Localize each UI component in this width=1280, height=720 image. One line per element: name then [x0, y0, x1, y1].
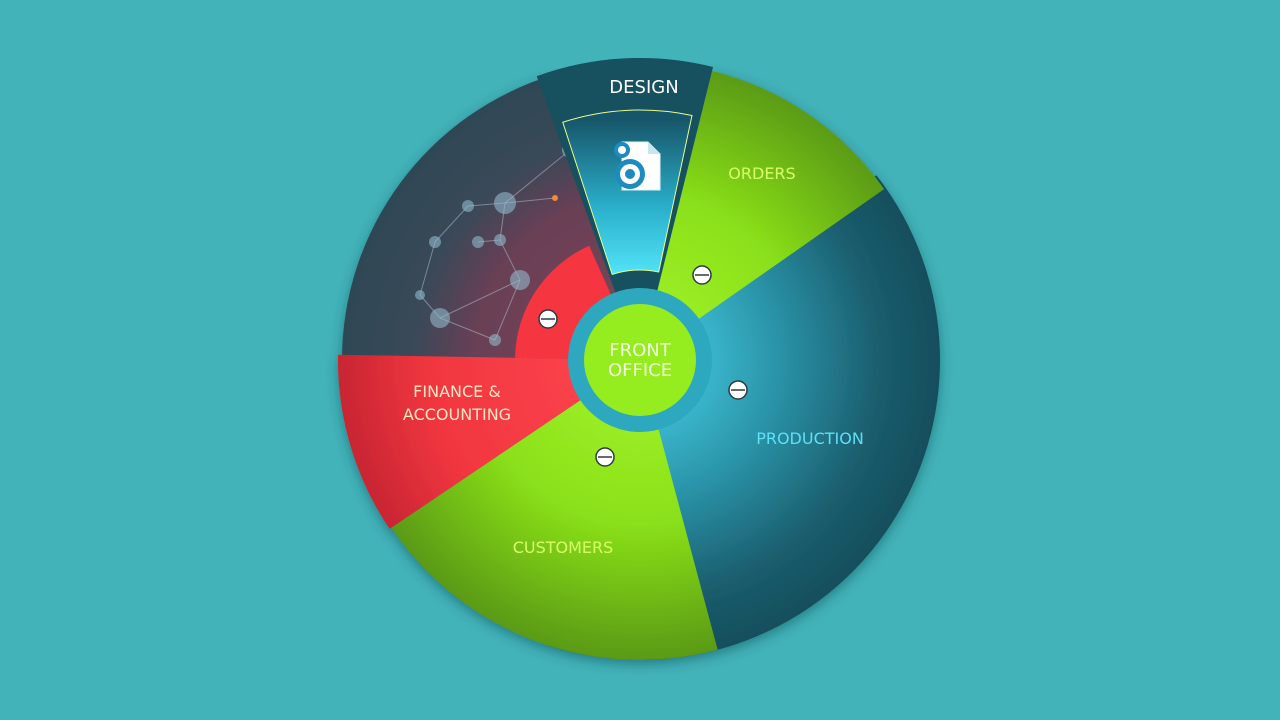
network-node [494, 234, 506, 246]
network-link [439, 279, 521, 319]
production-label[interactable]: PRODUCTION [756, 429, 864, 448]
network-node [494, 192, 516, 214]
hub-label-line2: OFFICE [608, 360, 672, 381]
hub-center[interactable] [584, 304, 696, 416]
orders-connector-dot[interactable] [692, 265, 712, 285]
network-link [419, 241, 436, 296]
network-node [430, 308, 450, 328]
finance-connector-dot[interactable] [538, 309, 558, 329]
finance-label-line1[interactable]: FINANCE & [413, 382, 501, 401]
network-link [494, 279, 521, 341]
orders-segment[interactable] [640, 70, 885, 361]
finance-label-line2[interactable]: ACCOUNTING [403, 405, 511, 424]
hub-label-line1: FRONT [609, 340, 671, 361]
network-node [510, 270, 530, 290]
customers-connector-dot[interactable] [595, 447, 615, 467]
network-node [415, 290, 425, 300]
orders-label[interactable]: ORDERS [728, 164, 795, 183]
design-segment[interactable] [562, 109, 693, 276]
network-node [489, 334, 501, 346]
network-node [462, 200, 474, 212]
network-node [429, 236, 441, 248]
network-link [504, 149, 571, 204]
network-decoration [415, 142, 578, 346]
finance-segment[interactable] [338, 354, 640, 529]
production-connector-dot[interactable] [728, 380, 748, 400]
settings-document-icon [614, 141, 661, 191]
customers-segment[interactable] [391, 360, 718, 660]
design-label[interactable]: DESIGN [609, 77, 678, 98]
network-node [552, 195, 558, 201]
customers-label[interactable]: CUSTOMERS [513, 538, 614, 557]
network-link [434, 205, 469, 243]
network-node [472, 236, 484, 248]
